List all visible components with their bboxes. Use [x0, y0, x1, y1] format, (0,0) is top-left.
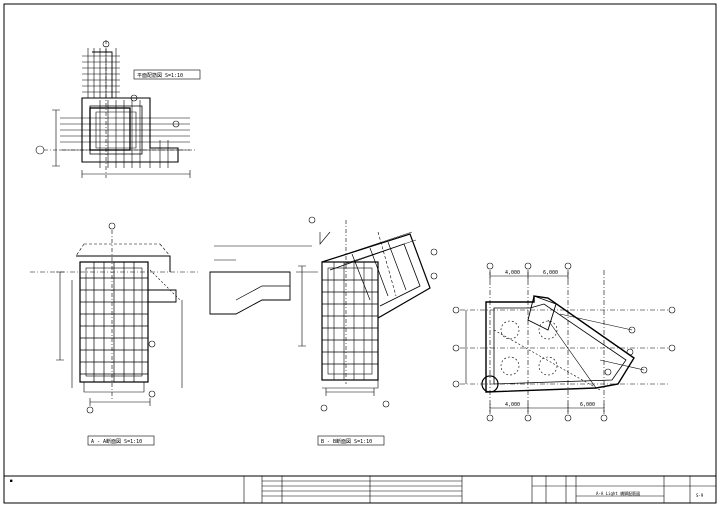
svg-text:■: ■ [10, 478, 13, 483]
plan-dim-bottom-1: 4,000 [505, 402, 520, 408]
title-block: ■ A-A Light 橋脚配筋図 S-9 [4, 475, 716, 503]
plan-dim-bottom-2: 6,000 [580, 402, 595, 408]
plan-view: 4,000 6,000 4,000 6,000 [452, 262, 676, 422]
section-aa-view: A - A断面図 S=1:10 [30, 222, 200, 446]
title-block-sheet-no: S-9 [696, 493, 704, 498]
title-block-title: A-A Light 橋脚配筋図 [596, 490, 640, 496]
plan-dim-top-1: 4,000 [505, 270, 520, 276]
plan-dim-top-2: 6,000 [543, 270, 558, 276]
plan-reinforcement-view: 平面配筋図 S=1:10 [35, 40, 201, 178]
view-label-plan: 平面配筋図 S=1:10 [137, 72, 183, 79]
section-bb-view: B - B断面図 S=1:10 [209, 216, 438, 446]
view-label-section-bb: B - B断面図 S=1:10 [321, 438, 372, 445]
view-label-section-aa: A - A断面図 S=1:10 [91, 438, 142, 445]
sheet-border [3, 3, 717, 504]
